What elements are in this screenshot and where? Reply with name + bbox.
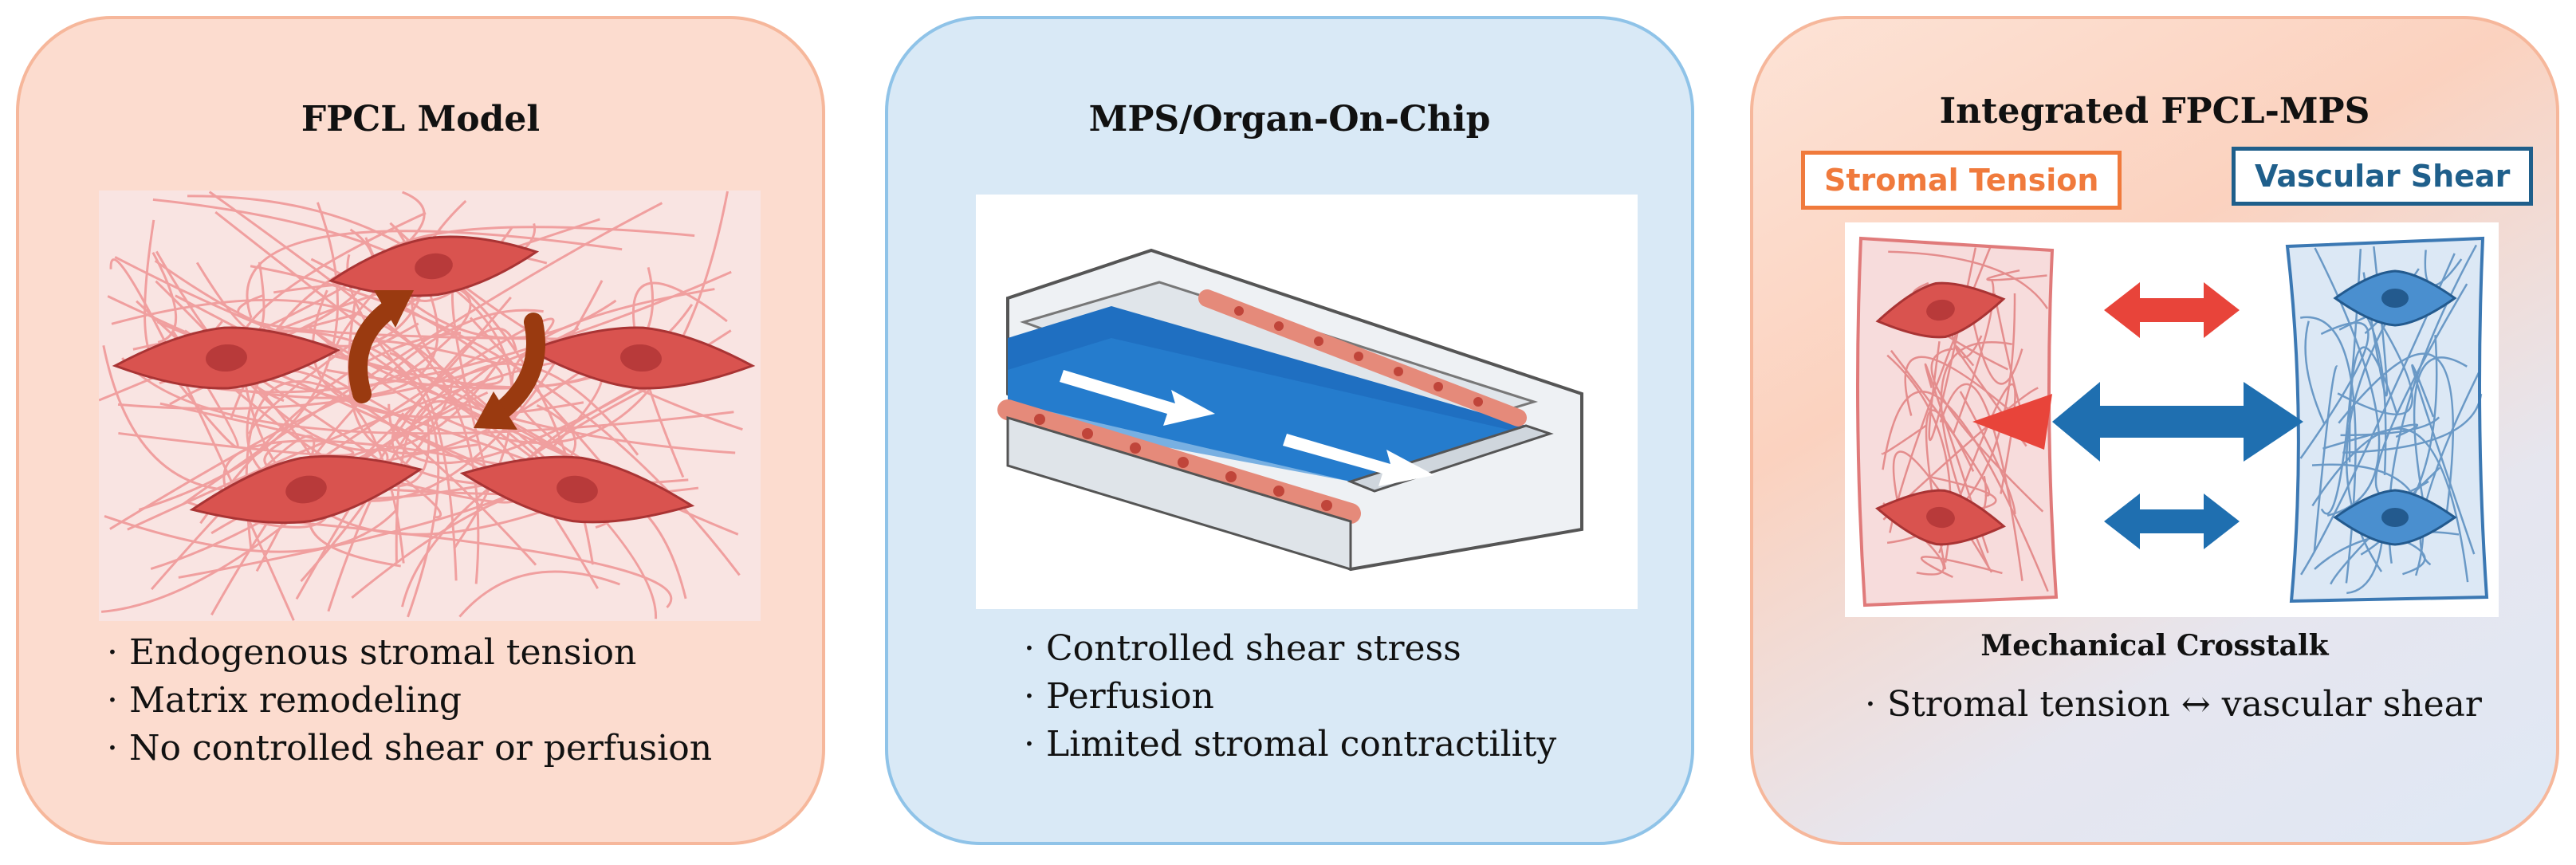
fpcl-bullet-list: Endogenous stromal tension Matrix remode… <box>107 629 712 773</box>
fiber-strand <box>1969 310 2023 385</box>
fiber-strand <box>458 570 620 618</box>
fiber-strand <box>257 317 555 503</box>
fiber-strand <box>127 359 604 531</box>
bullet-item: Endogenous stromal tension <box>107 629 712 677</box>
fiber-strand <box>2413 356 2468 499</box>
fiber-strand <box>182 202 663 505</box>
double-arrow-icon <box>1972 282 2303 549</box>
fibroblast-cell <box>112 326 341 390</box>
collagen-matrix-figure <box>99 191 756 621</box>
fiber-strand <box>121 357 734 435</box>
fiber-strand <box>2299 321 2370 459</box>
stromal-cells <box>1875 281 2006 546</box>
fpcl-model-panel: FPCL Model <box>16 16 825 845</box>
fiber-strand <box>2342 393 2483 454</box>
fiber-strand <box>2311 427 2469 583</box>
fiber-strand <box>104 507 399 553</box>
mechanical-crosstalk-figure <box>1856 236 2489 607</box>
fiber-strand <box>151 251 178 344</box>
bullet-item: Limited stromal contractility <box>1024 721 1556 769</box>
fiber-strand <box>246 230 623 319</box>
panel-title: Integrated FPCL-MPS <box>1939 91 2370 132</box>
fiber-strand <box>2300 253 2456 576</box>
fiber-strand <box>277 519 673 608</box>
fiber-strand <box>111 298 480 584</box>
mps-organ-on-chip-panel: MPS/Organ-On-Chip <box>885 16 1694 845</box>
bullet-item: Matrix remodeling <box>107 677 712 725</box>
fiber-strand <box>1888 250 2049 309</box>
crosstalk-illustration <box>1845 222 2499 617</box>
fiber-strand <box>1952 279 1995 435</box>
fiber-strand <box>2322 423 2419 450</box>
fiber-strand <box>2313 365 2338 552</box>
panel-title: FPCL Model <box>301 99 541 140</box>
crosstalk-caption: Mechanical Crosstalk <box>1980 629 2329 663</box>
fiber-strand <box>100 296 512 613</box>
fiber-strand <box>346 254 411 382</box>
flow-arrow-icon <box>1060 370 1434 486</box>
fibroblast-cell <box>459 455 695 524</box>
fibroblast-cell <box>189 454 423 525</box>
fiber-strand <box>1931 476 1997 512</box>
fiber-strand <box>2311 463 2425 576</box>
panel-title: MPS/Organ-On-Chip <box>1088 99 1491 140</box>
bullet-item: Stromal tension ↔ vascular shear <box>1865 681 2482 729</box>
fiber-strand <box>1930 348 2044 513</box>
fiber-strand <box>109 258 295 621</box>
fibroblast-cells <box>112 235 756 525</box>
vascular-shear-label: Vascular Shear <box>2232 147 2534 206</box>
fiber-strand <box>295 327 517 600</box>
bullet-item: Perfusion <box>1024 673 1556 721</box>
endothelial-cells <box>1034 306 1483 511</box>
fiber-strand <box>1920 556 2003 579</box>
fiber-strand <box>2348 346 2399 462</box>
integrated-fpcl-mps-panel: Integrated FPCL-MPS Stromal Tension Vasc… <box>1750 16 2559 845</box>
fiber-strand <box>1904 356 2036 434</box>
fiber-strand <box>109 367 454 530</box>
fibroblast-cell <box>526 326 756 390</box>
organ-on-chip-figure <box>997 248 1583 572</box>
vascular-cells <box>2333 269 2457 546</box>
fiber-strand <box>1890 349 1991 497</box>
fpcl-illustration <box>99 191 761 621</box>
fiber-strand <box>2304 320 2326 424</box>
fiber-strand <box>2314 247 2381 517</box>
fiber-strand <box>1939 383 2023 581</box>
fiber-strand <box>307 191 729 444</box>
mps-bullet-list: Controlled shear stress Perfusion Limite… <box>1024 625 1556 769</box>
fiber-strand <box>118 402 355 457</box>
fiber-strand <box>281 258 504 386</box>
fiber-strand <box>2337 323 2413 415</box>
bullet-item: Controlled shear stress <box>1024 625 1556 673</box>
chip-illustration <box>976 195 1638 609</box>
fiber-strand <box>631 281 728 478</box>
cycle-arrows-icon <box>348 290 545 430</box>
bullet-item: No controlled shear or perfusion <box>107 725 712 773</box>
integrated-bullet-list: Stromal tension ↔ vascular shear <box>1865 681 2482 729</box>
fiber-strand <box>1882 391 2049 592</box>
fiber-strand <box>1924 363 1989 553</box>
fiber-strand <box>401 368 686 607</box>
stromal-tension-label: Stromal Tension <box>1801 151 2122 210</box>
fiber-strand <box>154 259 421 348</box>
fiber-strand <box>1881 424 1927 455</box>
